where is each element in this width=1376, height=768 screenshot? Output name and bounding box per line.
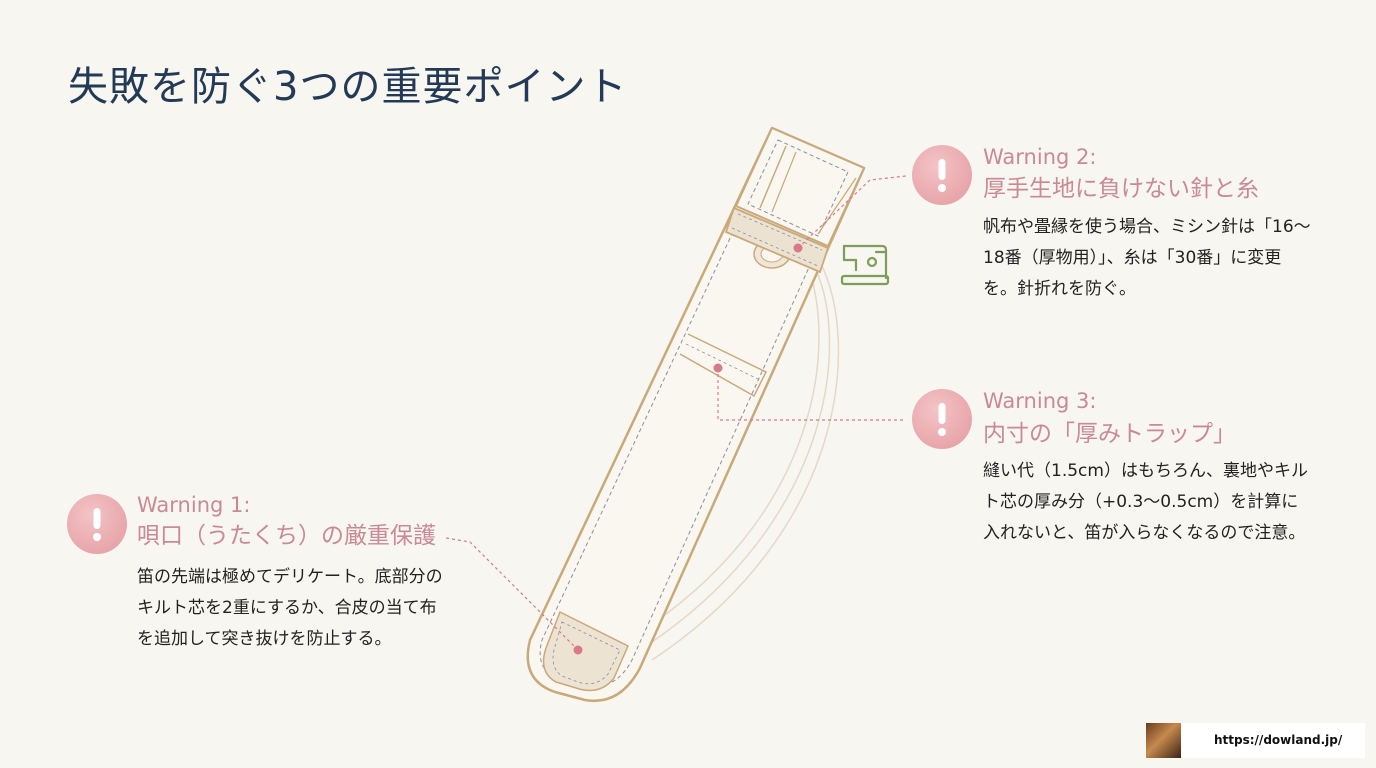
- page-title: 失敗を防ぐ3つの重要ポイント: [68, 64, 628, 110]
- warning-1-icon: [67, 494, 127, 554]
- warning-1-body: 笛の先端は極めてデリケート。底部分のキルト芯を2重にするか、合皮の当て布を追加し…: [137, 567, 443, 649]
- bottom-patch: [542, 610, 629, 692]
- leader-line-warning-1: [445, 537, 579, 651]
- leader-lines: [445, 175, 907, 651]
- exclamation-icon: [938, 403, 946, 436]
- sewing-machine-icon: [840, 244, 890, 286]
- markers: [573, 243, 803, 655]
- warning-2-body: 帆布や畳縁を使う場合、ミシン針は「16〜18番（厚物用）」、糸は「30番」に変更…: [983, 217, 1311, 299]
- warning-1-heading: 唄口（うたくち）の厳重保護: [137, 523, 436, 549]
- exclamation-icon: [93, 508, 101, 541]
- strap: [627, 261, 840, 661]
- footer-badge[interactable]: [1146, 723, 1365, 758]
- warning-3-label: Warning 3:: [983, 389, 1097, 413]
- marker-warning-1: [573, 645, 583, 655]
- band-strip: [724, 206, 830, 274]
- marker-warning-3: [713, 363, 723, 373]
- warning-3-heading: 内寸の「厚みトラップ」: [983, 421, 1236, 447]
- warning-3-body: 縫い代（1.5cm）はもちろん、裏地やキルト芯の厚み分（+0.3〜0.5cm）を…: [983, 461, 1308, 543]
- warning-2-heading: 厚手生地に負けない針と糸: [983, 176, 1259, 202]
- warning-2-label: Warning 2:: [983, 145, 1097, 169]
- warning-1-label: Warning 1:: [137, 493, 251, 517]
- marker-warning-2: [793, 243, 803, 253]
- top-flap: [734, 126, 866, 248]
- warning-2-icon: [912, 145, 972, 205]
- warning-3-icon: [912, 389, 972, 449]
- exclamation-icon: [938, 159, 946, 192]
- inner-pocket: [679, 333, 768, 398]
- avatar: [1146, 723, 1181, 758]
- footer-url-link[interactable]: https://dowland.jp/: [1214, 733, 1343, 747]
